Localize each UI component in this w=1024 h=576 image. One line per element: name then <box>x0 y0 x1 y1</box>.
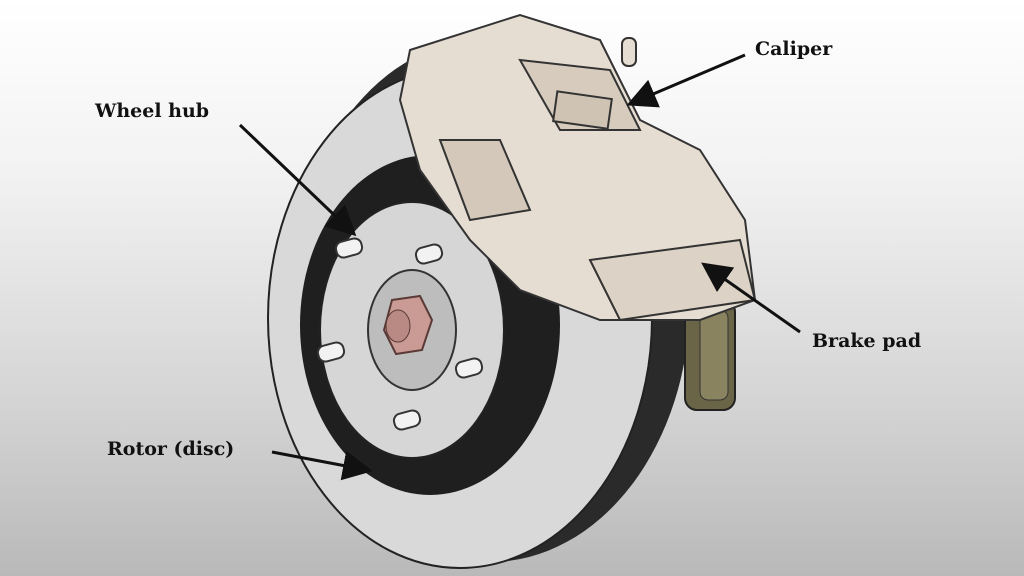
rotor-arrow <box>271 450 373 481</box>
brake-pad-label: Brake pad <box>812 330 922 352</box>
wheel-hub-arrow <box>238 123 357 237</box>
wheel-hub-label: Wheel hub <box>95 100 210 122</box>
hub-nut <box>382 294 434 356</box>
caliper-arrow <box>626 53 746 108</box>
brake-pad-arrow <box>701 262 801 334</box>
caliper <box>398 13 757 322</box>
caliper-label: Caliper <box>755 38 833 60</box>
lug-studs <box>316 237 484 431</box>
brake-pad <box>684 299 736 411</box>
rotor-label: Rotor (disc) <box>107 438 235 460</box>
